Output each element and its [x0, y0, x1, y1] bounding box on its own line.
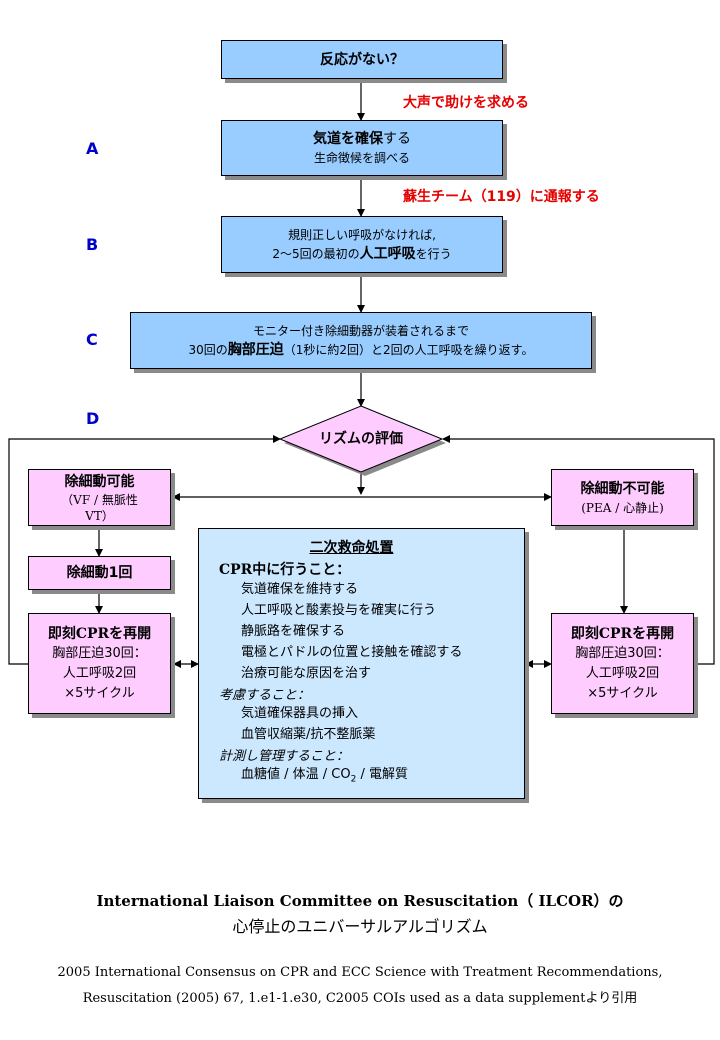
node-cpr-right-line3: ×5サイクル	[587, 685, 658, 701]
node-airway-rest: する	[383, 131, 411, 147]
node-cpr-left: 即刻CPRを再開 胸部圧迫30回： 人工呼吸2回 ×5サイクル	[28, 613, 171, 714]
node-airway-line2: 生命徴候を調べる	[313, 151, 410, 165]
acls-item: 血管収縮薬/抗不整脈薬	[241, 727, 376, 742]
citation-line2: Resuscitation (2005) 67, 1.e1-1.e30, C20…	[82, 991, 638, 1006]
node-cpr-left-line2: 人工呼吸2回	[62, 665, 137, 681]
node-breathing: 規則正しい呼吸がなければ, 2〜5回の最初の人工呼吸を行う	[221, 216, 503, 273]
rhythm-diamond	[278, 405, 444, 473]
step-label-b: B	[86, 235, 99, 254]
acls-item: 気道確保を維持する	[241, 582, 359, 597]
acls-consider-heading: 考慮すること：	[219, 688, 311, 703]
acls-item: 人工呼吸と酸素投与を確実に行う	[241, 603, 437, 618]
acls-monitor-post: / 電解質	[356, 767, 408, 782]
acls-monitor-heading: 計測し管理すること：	[219, 749, 350, 764]
step-label-d: D	[86, 409, 100, 428]
node-non-shockable-line2: (PEA / 心静止)	[581, 500, 664, 515]
node-no-response: 反応がない？	[221, 40, 503, 79]
node-shockable-title: 除細動可能	[64, 473, 135, 490]
node-breathing-bold: 人工呼吸	[359, 245, 416, 262]
acls-item: 静脈路を確保する	[241, 624, 346, 639]
node-no-response-text: 反応がない？	[320, 51, 404, 68]
node-airway: 気道を確保する 生命徴候を調べる	[221, 120, 503, 176]
node-breathing-pre: 2〜5回の最初の	[272, 246, 360, 261]
node-non-shockable-title: 除細動不可能	[580, 480, 665, 497]
node-compression: モニター付き除細動器が装着されるまで 30回の胸部圧迫（1秒に約2回）と2回の人…	[130, 312, 592, 369]
node-cpr-left-line1: 胸部圧迫30回：	[52, 645, 147, 661]
node-cpr-right-line1: 胸部圧迫30回：	[575, 645, 670, 661]
node-compression-bold: 胸部圧迫	[227, 341, 284, 358]
node-shock-once: 除細動1回	[28, 556, 171, 590]
acls-title: 二次救命処置	[309, 540, 394, 556]
caption-line2: 心停止のユニバーサルアルゴリズム	[232, 917, 488, 936]
acls-item: 治療可能な原因を治す	[241, 666, 372, 681]
node-shock-once-text: 除細動1回	[66, 565, 133, 581]
node-compression-post: （1秒に約2回）と2回の人工呼吸を繰り返す。	[283, 342, 534, 357]
node-compression-line1: モニター付き除細動器が装着されるまで	[252, 323, 469, 338]
acls-monitor-sub: 2	[350, 774, 357, 785]
acls-monitor-item: 血糖値 / 体温 / CO2 / 電解質	[219, 764, 524, 791]
node-acls: 二次救命処置 CPR中に行うこと： 気道確保を維持する 人工呼吸と酸素投与を確実…	[198, 528, 525, 799]
loop-right-to-rhythm	[442, 435, 715, 665]
acls-item: 気道確保器具の挿入	[241, 706, 359, 721]
node-rhythm-text: リズムの評価	[319, 431, 403, 447]
step-label-a: A	[86, 139, 99, 158]
acls-monitor-pre: 血糖値 / 体温 / CO	[241, 767, 351, 782]
caption-line1: International Liaison Committee on Resus…	[96, 892, 624, 910]
annotation-call-team: 蘇生チーム（119）に通報する	[403, 189, 600, 205]
node-compression-pre: 30回の	[188, 342, 228, 357]
node-shockable-line3: VT）	[85, 508, 114, 523]
node-breathing-line1: 規則正しい呼吸がなければ,	[288, 227, 436, 242]
loop-left-to-rhythm	[8, 435, 281, 665]
node-non-shockable: 除細動不可能 (PEA / 心静止)	[551, 469, 694, 526]
node-shockable: 除細動可能 （VF / 無脈性 VT）	[28, 469, 171, 526]
acls-during-cpr-heading: CPR中に行うこと：	[219, 562, 351, 578]
node-cpr-right: 即刻CPRを再開 胸部圧迫30回： 人工呼吸2回 ×5サイクル	[551, 613, 694, 714]
node-airway-bold: 気道を確保	[313, 131, 383, 147]
node-cpr-left-title: 即刻CPRを再開	[47, 625, 152, 642]
node-shockable-line2: （VF / 無脈性	[61, 492, 138, 507]
acls-item: 電極とパドルの位置と接触を確認する	[241, 645, 463, 660]
node-cpr-left-line3: ×5サイクル	[64, 685, 135, 701]
step-label-c: C	[86, 330, 98, 349]
node-cpr-right-line2: 人工呼吸2回	[585, 665, 660, 681]
citation-line1: 2005 International Consensus on CPR and …	[57, 965, 663, 980]
annotation-shout-help: 大声で助けを求める	[403, 95, 529, 111]
node-breathing-post: を行う	[415, 246, 452, 261]
node-cpr-right-title: 即刻CPRを再開	[570, 625, 675, 642]
